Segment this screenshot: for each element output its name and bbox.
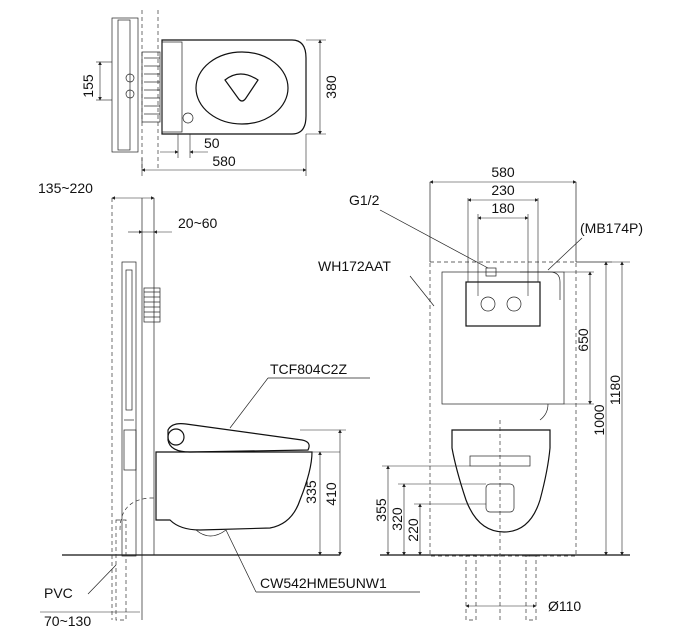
dim-1000-label: 1000 [591, 404, 607, 435]
drain-pipe-side [119, 497, 156, 531]
dim-320-label: 320 [389, 507, 405, 531]
dim-580-front-label: 580 [491, 164, 515, 180]
dim-1180: 1180 [576, 261, 630, 556]
toilet-plan-outline [161, 39, 307, 135]
label-g12: G1/2 [349, 192, 380, 208]
label-mb174p: (MB174P) [580, 220, 643, 236]
dim-580-front: 580 [429, 164, 577, 184]
cistern-front [441, 271, 565, 405]
dim-135-220: 135~220 [38, 180, 155, 200]
dim-180: 180 [477, 200, 529, 296]
dim-50-label: 50 [204, 135, 220, 151]
bowl-side [155, 451, 313, 531]
valve-g12 [485, 267, 497, 277]
leader-pvc [87, 564, 117, 595]
dim-220-label: 220 [405, 518, 421, 542]
dim-110-label: Ø110 [548, 598, 581, 614]
dim-110: Ø110 [465, 598, 581, 614]
leader-g12 [379, 209, 489, 269]
frame-inner-plan [117, 19, 131, 151]
dim-1180-label: 1180 [607, 375, 623, 405]
drain-point [125, 73, 135, 83]
dim-580-top-label: 580 [212, 153, 236, 169]
dim-410-label: 410 [323, 482, 339, 506]
dim-20-60-label: 20~60 [178, 215, 218, 231]
label-bowl-model: CW542HME5UNW1 [260, 575, 387, 591]
label-pvc: PVC [44, 585, 73, 601]
dim-355: 355 [373, 465, 470, 556]
leader-frame [409, 275, 435, 307]
dim-650-label: 650 [575, 328, 591, 352]
dim-230-label: 230 [491, 182, 515, 198]
dim-320: 320 [389, 483, 486, 556]
dim-335-label: 335 [303, 480, 319, 504]
dim-135-220-label: 135~220 [38, 180, 93, 196]
frame-plan [111, 17, 139, 153]
dim-1000: 1000 [576, 261, 612, 556]
leader-mb174p [547, 237, 583, 271]
installation-frame-side [121, 261, 137, 557]
flush-connector-ribs [143, 287, 161, 323]
bowl-front [451, 429, 551, 533]
dim-230: 230 [467, 182, 539, 282]
connector-ribs [141, 51, 161, 123]
label-frame-model: WH172AAT [318, 258, 391, 274]
leader-seat [229, 377, 269, 429]
power-cable [520, 271, 561, 300]
bowl-foot [195, 529, 227, 537]
dim-650: 650 [564, 271, 594, 405]
front-view: 580 230 180 650 1000 118 [318, 164, 643, 621]
dim-380-label: 380 [323, 75, 339, 99]
nozzle-cover [182, 112, 194, 124]
dim-155: 155 [80, 61, 112, 101]
bowl-rim [195, 51, 289, 125]
dim-580-top: 580 [141, 134, 307, 176]
dim-20-60: 20~60 [128, 215, 218, 234]
washlet-seat-side [167, 423, 310, 453]
label-seat-model: TCF804C2Z [270, 361, 347, 377]
dim-380: 380 [306, 39, 339, 135]
hose-front [539, 403, 549, 421]
dim-180-label: 180 [491, 200, 515, 216]
supply-point [125, 89, 135, 99]
pvc-pipe [115, 519, 127, 621]
bowl-opening [224, 73, 259, 102]
side-view: 135~220 20~60 335 410 TCF804C2Z CW542HME… [38, 180, 420, 629]
seat-hinge-block [161, 41, 183, 133]
label-pvc-range: 70~130 [44, 613, 91, 629]
flush-plate-opening [465, 281, 541, 327]
seat-hinge-side [167, 428, 185, 446]
frame-outer-front [429, 261, 577, 557]
top-view: 155 380 50 580 [80, 10, 339, 176]
dim-155-label: 155 [80, 74, 96, 98]
dim-335-410: 335 410 [300, 429, 346, 556]
dim-220: 220 [405, 503, 486, 556]
flush-port-left [480, 296, 496, 312]
dim-355-label: 355 [373, 498, 389, 522]
flush-port-right [506, 296, 522, 312]
leader-bowl [225, 529, 257, 593]
dim-50: 50 [160, 134, 220, 158]
